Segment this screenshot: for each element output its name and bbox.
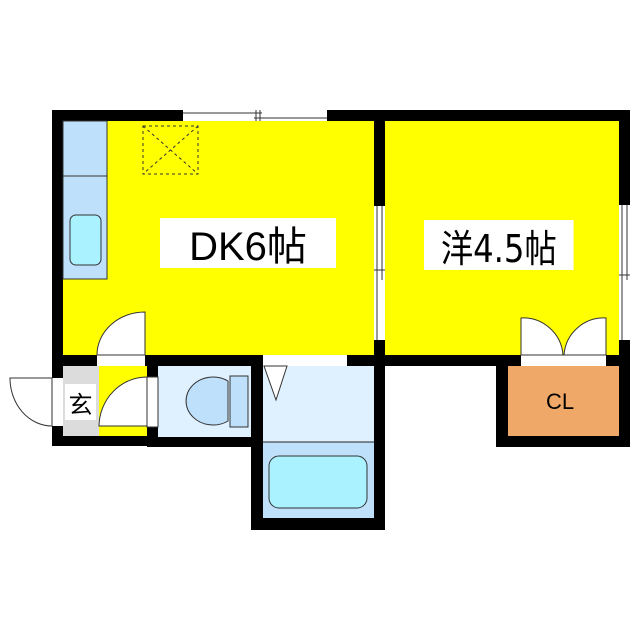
kitchen-counter <box>62 120 108 280</box>
door-dk[interactable] <box>96 311 146 366</box>
door-bath[interactable] <box>263 355 347 402</box>
window-right <box>619 205 630 340</box>
ceiling-storage-icon <box>142 125 199 175</box>
closet-floor <box>508 366 619 436</box>
bathtub-icon <box>268 455 368 509</box>
toilet-icon <box>185 375 249 428</box>
door-toilet[interactable] <box>98 376 159 428</box>
room-label-genkan: 玄 <box>65 384 96 420</box>
room-label-western: 洋4.5帖 <box>424 220 574 271</box>
room-label-closet: CL <box>545 389 575 414</box>
window-middle <box>374 206 385 340</box>
room-label-dk: DK6帖 <box>160 218 336 269</box>
door-closet[interactable] <box>520 317 607 366</box>
door-entrance[interactable] <box>9 377 63 427</box>
sink-icon <box>69 214 102 266</box>
window-top <box>183 110 327 121</box>
